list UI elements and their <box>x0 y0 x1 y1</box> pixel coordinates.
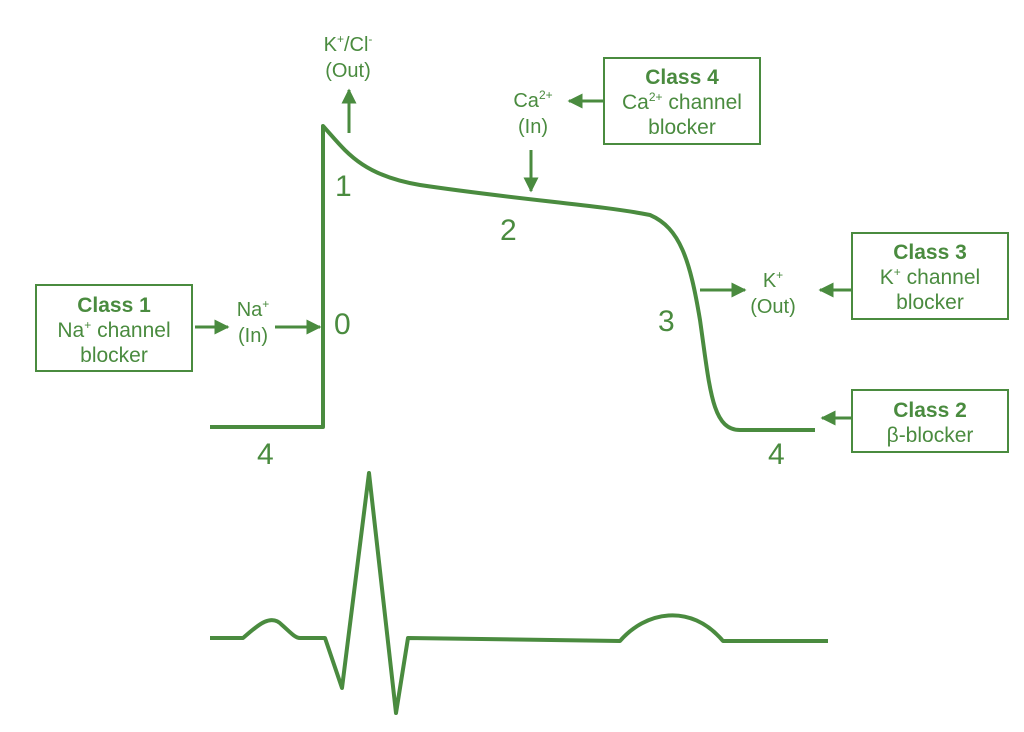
phase-3-label: 3 <box>658 305 675 338</box>
class2-box: Class 2 β-blocker <box>851 389 1009 453</box>
class1-line2: blocker <box>80 344 148 367</box>
na-ion-label: Na+ (In) <box>222 297 284 349</box>
k-ion-label: K+ (Out) <box>738 268 808 320</box>
ecg-trace <box>210 471 828 715</box>
class3-line1: K+ channel <box>879 265 981 289</box>
phase-4-right-label: 4 <box>768 438 785 471</box>
ca-ion-formula: Ca2+ <box>513 88 553 112</box>
k-direction: (Out) <box>750 296 796 318</box>
k-ion-formula: K+ <box>762 268 784 292</box>
k-cl-ion-formula: K+/Cl- <box>323 32 373 56</box>
phase-0-label: 0 <box>334 308 351 341</box>
class4-line2: blocker <box>648 116 716 139</box>
class3-title: Class 3 <box>893 241 967 264</box>
class2-line1: β-blocker <box>886 424 974 447</box>
class1-line1: Na+ channel <box>57 318 171 342</box>
na-direction: (In) <box>238 325 268 347</box>
class4-box: Class 4 Ca2+ channel blocker <box>603 57 761 145</box>
ca-direction: (In) <box>518 116 548 138</box>
class3-box: Class 3 K+ channel blocker <box>851 232 1009 320</box>
action-potential-curve <box>210 124 815 432</box>
phase-2-label: 2 <box>500 214 517 247</box>
na-ion-formula: Na+ <box>236 297 270 321</box>
class1-box: Class 1 Na+ channel blocker <box>35 284 193 372</box>
class4-line1: Ca2+ channel <box>622 90 742 114</box>
class2-title: Class 2 <box>893 399 967 422</box>
phase-4-left-label: 4 <box>257 438 274 471</box>
ca-ion-label: Ca2+ (In) <box>495 88 571 140</box>
k-cl-ion-label: K+/Cl- (Out) <box>300 32 396 84</box>
class1-title: Class 1 <box>77 294 151 317</box>
k-cl-direction: (Out) <box>325 60 371 82</box>
class3-line2: blocker <box>896 291 964 314</box>
phase-1-label: 1 <box>335 170 352 203</box>
class4-title: Class 4 <box>645 66 719 89</box>
